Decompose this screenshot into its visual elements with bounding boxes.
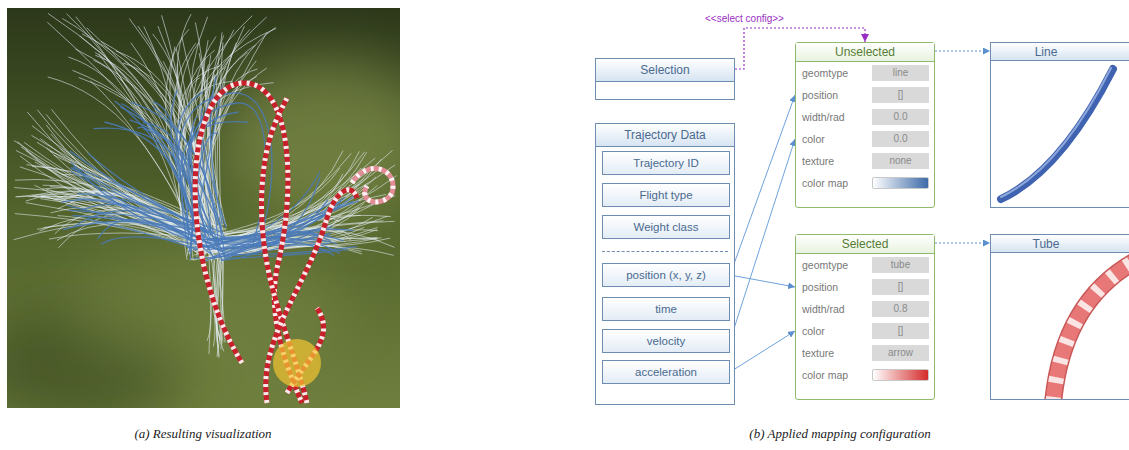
trajectory-visualization: [7, 8, 400, 408]
selected-tube: [352, 169, 393, 202]
trajectory-line: [223, 226, 328, 249]
attribute-box: acceleration: [602, 360, 730, 384]
geometry-preview-box: Tube: [990, 234, 1129, 400]
property-name: color: [796, 320, 872, 342]
geometry-preview-box: Line: [990, 42, 1129, 208]
tube-outline: [1053, 258, 1129, 399]
connector-label: <<select config>>: [703, 13, 786, 24]
trajectory-line: [20, 167, 203, 257]
property-name: color map: [796, 364, 872, 386]
trajectory-lines: [14, 13, 397, 357]
property-name: geomtype: [796, 254, 872, 276]
attribute-label: Weight class: [634, 221, 699, 233]
mapping-arrow: [935, 242, 990, 243]
mapping-arrow: [730, 275, 795, 287]
line-geometry: [1001, 69, 1113, 199]
figure-caption: (a) Resulting visualization: [3, 426, 403, 442]
property-value: []: [872, 323, 929, 339]
property-name: color map: [796, 172, 872, 194]
property-value: tube: [872, 257, 929, 273]
trajectory-line: [198, 45, 256, 244]
tube-body: [352, 169, 393, 202]
property-value: arrow: [872, 345, 929, 361]
property-name: position: [796, 84, 872, 106]
trajectory-line: [69, 57, 207, 232]
attribute-box: time: [602, 297, 730, 321]
attribute-label: velocity: [647, 335, 685, 347]
selection-marker: [273, 339, 321, 387]
mapping-arrow: [935, 50, 990, 51]
figure-caption: (b) Applied mapping configuration: [640, 426, 1040, 442]
selected-tubes: [195, 83, 393, 403]
property-name: texture: [796, 342, 872, 364]
tube-arrow-texture: [1053, 258, 1129, 399]
data-source-box: Trajectory DataTrajectory ID Flight typeW…: [595, 123, 735, 405]
trajectory-line: [73, 216, 211, 233]
box-title: Trajectory Data: [596, 124, 734, 147]
tube-arrow-texture: [352, 169, 393, 202]
property-value: line: [872, 65, 929, 81]
mapping-arrow: [730, 95, 795, 275]
view-title: Line: [991, 43, 1129, 61]
attribute-box: velocity: [602, 329, 730, 353]
tube-geometry: [1053, 258, 1129, 399]
property-value: none: [872, 153, 929, 169]
property-name: geomtype: [796, 62, 872, 84]
attribute-box: position (x, y, z): [602, 263, 730, 287]
trajectory-line: [98, 219, 212, 254]
property-value: 0.0: [872, 131, 929, 147]
attribute-label: acceleration: [635, 366, 697, 378]
trajectory-line: [213, 197, 339, 257]
property-name: position: [796, 276, 872, 298]
attribute-box: Flight type: [602, 183, 730, 207]
trajectory-line: [178, 93, 272, 248]
mapping-config-box: Selectedgeomtypetubeposition[]width/rad0…: [795, 234, 935, 400]
trajectory-line: [14, 222, 198, 240]
group-separator: [602, 251, 728, 252]
trajectory-line: [214, 236, 219, 349]
view-title: Tube: [991, 235, 1129, 253]
property-value: []: [872, 87, 929, 103]
attribute-label: Flight type: [639, 189, 692, 201]
box-title: Selection: [596, 59, 734, 82]
selection-box: Selection: [595, 58, 735, 100]
property-value: 0.8: [872, 301, 929, 317]
tube-geometry-preview: [991, 253, 1129, 399]
property-value: 0.0: [872, 109, 929, 125]
mapping-arrow: [730, 139, 795, 341]
mapping-config-box: Unselectedgeomtypelineposition[]width/ra…: [795, 42, 935, 208]
tube-body: [266, 190, 357, 403]
attribute-label: position (x, y, z): [626, 269, 706, 281]
line-geometry-preview: [991, 61, 1129, 207]
color-map-swatch: [872, 177, 929, 189]
property-name: width/rad: [796, 106, 872, 128]
tube-arrow-texture: [266, 190, 357, 403]
attribute-label: time: [655, 303, 677, 315]
property-name: color: [796, 128, 872, 150]
table-header: Selected: [796, 235, 934, 254]
attribute-box: Weight class: [602, 215, 730, 239]
property-name: width/rad: [796, 298, 872, 320]
trajectory-line: [214, 168, 340, 235]
attribute-box: Trajectory ID: [602, 151, 730, 175]
property-value: []: [872, 279, 929, 295]
table-header: Unselected: [796, 43, 934, 62]
trajectory-line: [221, 176, 396, 239]
color-map-swatch: [872, 369, 929, 381]
trajectory-line: [226, 247, 357, 255]
attribute-label: Trajectory ID: [633, 157, 698, 169]
mapping-arrow: [730, 331, 795, 372]
property-name: texture: [796, 150, 872, 172]
selected-tube: [266, 190, 357, 403]
trajectory-line: [69, 210, 206, 228]
line-highlight: [1001, 68, 1111, 197]
